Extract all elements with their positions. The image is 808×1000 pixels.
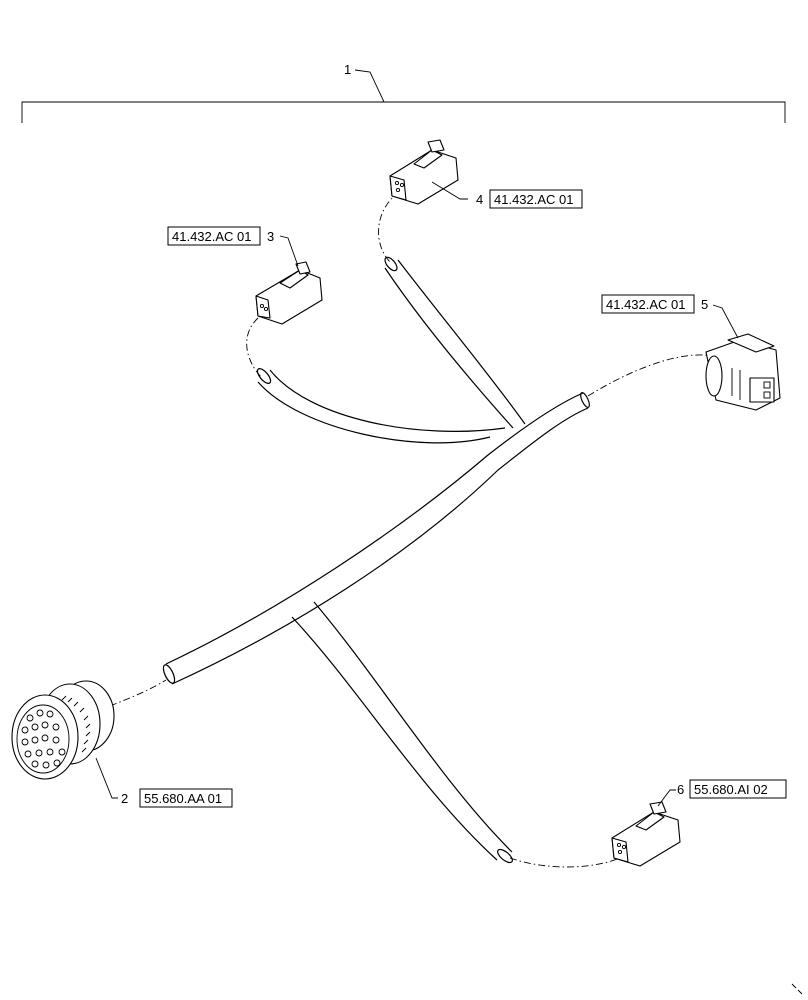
callout-box-6 bbox=[689, 779, 787, 799]
callout-box-2 bbox=[139, 788, 233, 808]
connector-3 bbox=[255, 261, 323, 325]
callout-reference-4[interactable]: 41.432.AC 01 bbox=[494, 192, 574, 207]
callout-reference-6[interactable]: 55.680.AI 02 bbox=[694, 782, 768, 797]
callout-item-2: 2 55.680.AA 01 bbox=[95, 757, 233, 808]
callout-number-6: 6 bbox=[677, 782, 684, 797]
callout-item-4: 4 41.432.AC 01 bbox=[431, 181, 583, 209]
corner-mark bbox=[791, 983, 803, 995]
callout-box-4 bbox=[489, 189, 583, 209]
leader-dashes bbox=[109, 191, 713, 868]
callout-reference-5[interactable]: 41.432.AC 01 bbox=[606, 297, 686, 312]
assembly-item-number: 1 bbox=[344, 62, 351, 77]
callout-number-5: 5 bbox=[701, 297, 708, 312]
callout-number-2: 2 bbox=[121, 791, 128, 806]
connector-4 bbox=[389, 139, 459, 205]
callout-item-6: 6 55.680.AI 02 bbox=[657, 779, 787, 807]
assembly-bracket: 1 bbox=[21, 62, 786, 123]
round-connector bbox=[11, 680, 115, 780]
callout-reference-3[interactable]: 41.432.AC 01 bbox=[172, 229, 252, 244]
connector-pin-holes bbox=[21, 709, 66, 769]
callout-box-3 bbox=[167, 226, 261, 246]
callout-item-5: 41.432.AC 01 5 bbox=[601, 294, 739, 339]
callout-reference-2[interactable]: 55.680.AA 01 bbox=[144, 791, 222, 806]
callout-number-3: 3 bbox=[267, 229, 274, 244]
harness-wires bbox=[162, 256, 590, 864]
callout-box-5 bbox=[601, 294, 695, 314]
connector-5 bbox=[705, 333, 781, 411]
callout-item-3: 41.432.AC 01 3 bbox=[167, 226, 299, 267]
connector-6 bbox=[611, 801, 681, 867]
callout-number-4: 4 bbox=[476, 192, 483, 207]
